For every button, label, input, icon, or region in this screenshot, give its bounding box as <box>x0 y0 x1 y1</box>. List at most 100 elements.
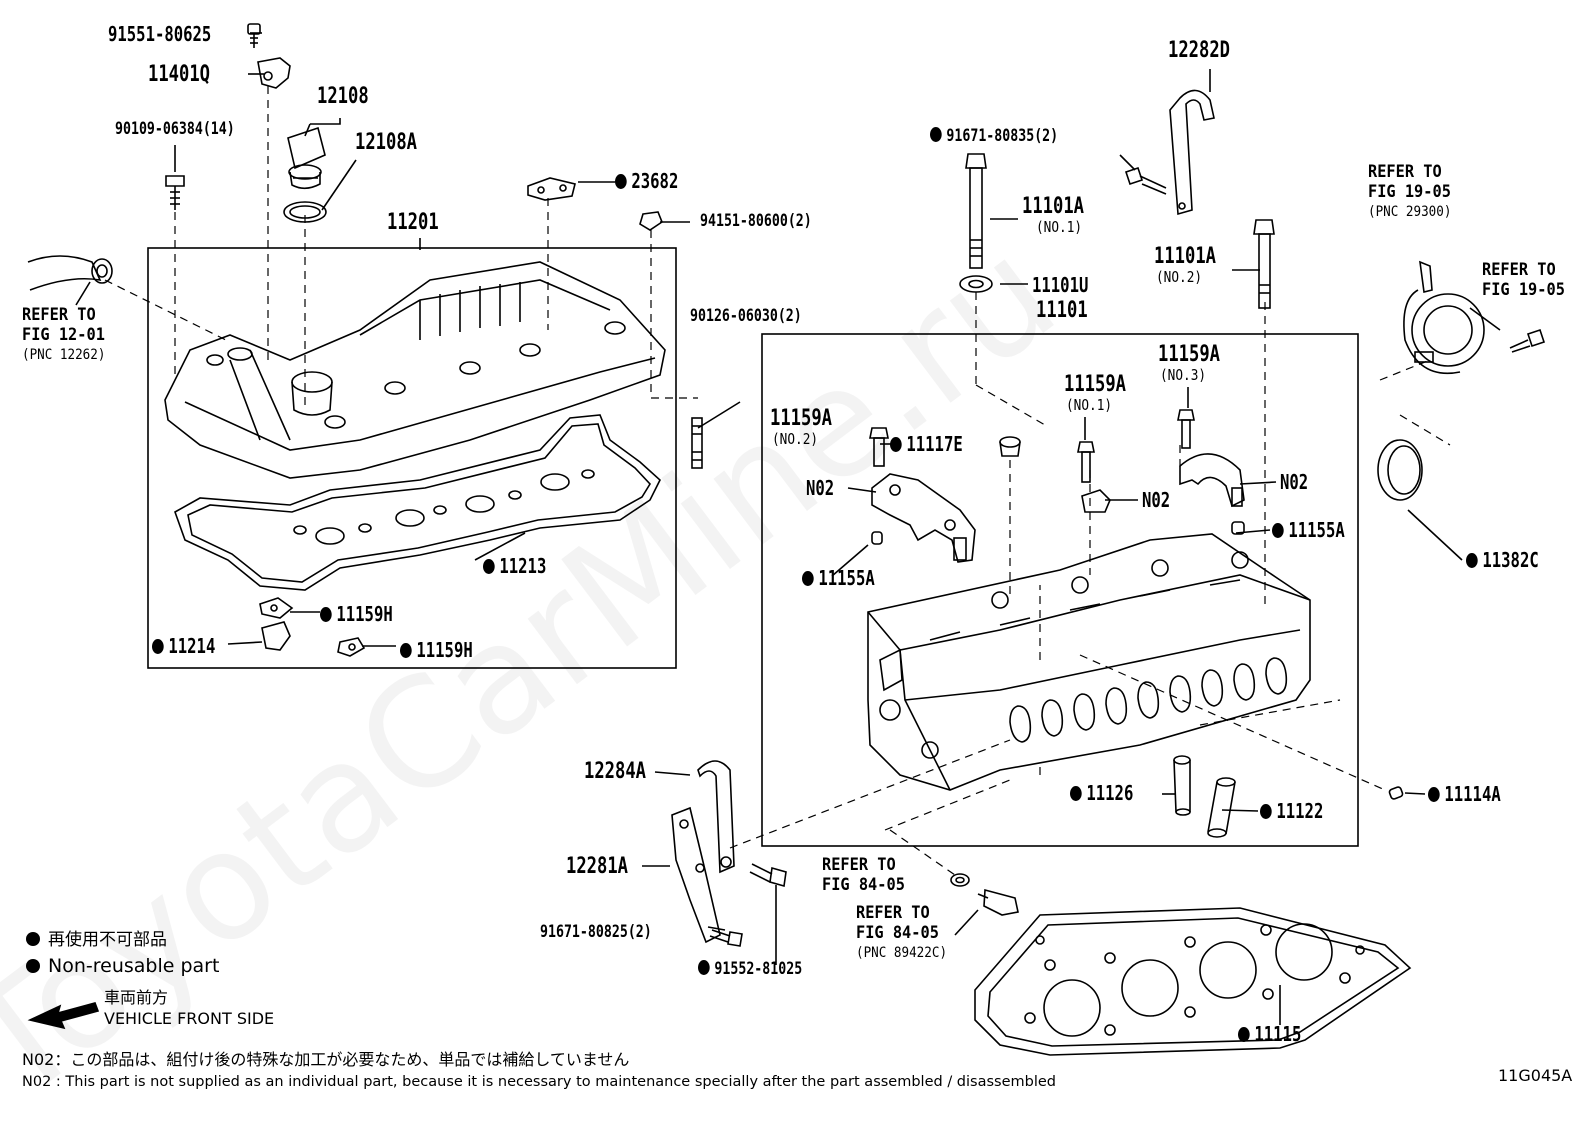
bolt-11159a-no3 <box>1177 409 1195 449</box>
dashed-guides <box>104 86 1451 876</box>
sensor-11401q <box>257 57 291 89</box>
label-11117e: 11117E <box>890 434 962 454</box>
label-11101: 11101 <box>1036 298 1088 323</box>
cam-cap-n02-a <box>871 473 976 563</box>
head-cover-gasket-11213 <box>174 414 661 591</box>
plug-11117e <box>999 436 1021 457</box>
temperature-sensor <box>950 873 1019 916</box>
label-11155a-b: 11155A <box>802 568 874 588</box>
figure-code: 11G045A <box>1498 1066 1573 1085</box>
stud-90126 <box>691 417 703 469</box>
label-11159a-no3: 11159A <box>1158 342 1220 367</box>
label-n02-c: N02 <box>1280 470 1309 494</box>
cylinder-head-cover-11201 <box>164 261 666 479</box>
plate-23682 <box>527 177 576 201</box>
label-94151-80600: 94151-80600(2) <box>700 211 812 231</box>
valve-guide-11126 <box>1173 755 1191 816</box>
cam-cap-n02-c <box>1179 453 1245 508</box>
bolt-90109 <box>165 175 185 210</box>
bolt-11159a-no1 <box>1077 441 1095 483</box>
pin-11155a-a <box>871 531 883 545</box>
head-bolt-11101a-no2 <box>1253 219 1275 309</box>
label-11115: 11115 <box>1238 1024 1301 1044</box>
nut-94151 <box>639 211 663 231</box>
label-11159a-no1-sub: (NO.1) <box>1066 396 1113 414</box>
parts-diagram <box>27 23 1546 1056</box>
cam-cap-n02-b <box>1081 489 1111 513</box>
label-11159a-no1: 11159A <box>1064 372 1126 397</box>
seal-11159h-b <box>337 637 366 657</box>
tube-11122 <box>1207 777 1236 838</box>
note-n02-en: N02 : This part is not supplied as an in… <box>22 1074 1056 1090</box>
label-12284a: 12284A <box>584 759 646 784</box>
label-12282d: 12282D <box>1168 38 1230 63</box>
plate-11214 <box>261 621 291 651</box>
pin-11155a-b <box>1231 521 1245 535</box>
ref-fig-19-05-a: REFER TO FIG 19-05 (PNC 29300) <box>1368 162 1452 220</box>
label-11159h-b: 11159H <box>400 640 472 660</box>
bolt-91671-80835 <box>1124 166 1167 195</box>
bolt-91671-80825 <box>709 929 743 947</box>
label-23682: 23682 <box>615 171 678 191</box>
bolt-91551 <box>247 23 261 48</box>
label-12108: 12108 <box>317 84 369 109</box>
legend-front-en: VEHICLE FRONT SIDE <box>104 1009 275 1028</box>
label-91551-80625: 91551-80625 <box>108 22 212 46</box>
bracket-12281a <box>671 806 721 944</box>
ref-fig-84-05-b: REFER TO FIG 84-05 (PNC 89422C) <box>856 903 948 961</box>
engine-hanger-12284a <box>697 760 735 874</box>
head-bolt-11101a-no1 <box>965 153 987 269</box>
oil-cap-12108 <box>287 126 326 190</box>
label-90126-06030: 90126-06030(2) <box>690 306 802 326</box>
label-11126: 11126 <box>1070 783 1133 803</box>
label-11159h-a: 11159H <box>320 604 392 624</box>
gasket-12108a <box>283 201 327 223</box>
label-11101a-no2-sub: (NO.2) <box>1156 268 1203 286</box>
pump-bolt <box>1509 328 1546 353</box>
oil-seal-11382c <box>1377 439 1423 501</box>
leader-lines <box>75 32 1501 1025</box>
label-11155a-a: 11155A <box>1272 520 1344 540</box>
label-11201: 11201 <box>387 210 439 235</box>
ref-fig-12-01: REFER TO FIG 12-01 (PNC 12262) <box>22 305 106 363</box>
front-arrow <box>27 1002 100 1030</box>
bullet-icon <box>26 932 40 946</box>
label-11101a-no1-sub: (NO.1) <box>1036 218 1083 236</box>
engine-hanger-12282d <box>1169 89 1215 216</box>
legend-non-reusable-en: Non-reusable part <box>26 957 219 976</box>
label-91552-81025: 91552-81025 <box>698 960 802 978</box>
label-n02-a: N02 <box>806 476 835 500</box>
label-11401q: 11401Q <box>148 62 210 87</box>
label-11213: 11213 <box>483 556 546 576</box>
cover-group-frame <box>147 247 677 669</box>
bullet-icon <box>26 959 40 973</box>
hose-end <box>27 255 113 291</box>
pin-11114a <box>1388 786 1404 800</box>
legend-front-jp: 車両前方 <box>104 988 169 1007</box>
bolt-11159a-no2 <box>869 427 889 467</box>
label-11101u: 11101U <box>1032 273 1089 297</box>
label-11101a-no2: 11101A <box>1154 244 1216 269</box>
label-11101a-no1: 11101A <box>1022 194 1084 219</box>
head-group-frame <box>761 333 1359 847</box>
label-11159a-no2: 11159A <box>770 406 832 431</box>
label-91671-80835: 91671-80835(2) <box>930 127 1058 145</box>
ref-fig-19-05-b: REFER TO FIG 19-05 <box>1482 260 1565 300</box>
label-11382c: 11382C <box>1466 550 1538 570</box>
legend-non-reusable-jp: 再使用不可部品 <box>26 932 167 949</box>
label-12108a: 12108A <box>355 130 417 155</box>
label-90109-06384: 90109-06384(14) <box>115 119 235 139</box>
label-11159a-no2-sub: (NO.2) <box>772 430 819 448</box>
label-12281a: 12281A <box>566 854 628 879</box>
vacuum-pump <box>1403 260 1485 374</box>
note-n02-jp: N02：この部品は、組付け後の特殊な加工が必要なため、単品では補給していません <box>22 1050 630 1069</box>
cylinder-head-11101 <box>867 533 1311 791</box>
label-11159a-no3-sub: (NO.3) <box>1160 366 1207 384</box>
bolt-91552 <box>749 863 787 888</box>
head-gasket-11115 <box>974 907 1412 1056</box>
label-91671-80825: 91671-80825(2) <box>540 922 652 942</box>
ref-fig-84-05-a: REFER TO FIG 84-05 <box>822 855 905 895</box>
label-11214: 11214 <box>152 636 215 656</box>
label-11122: 11122 <box>1260 801 1323 821</box>
washer-11101u <box>959 275 993 293</box>
